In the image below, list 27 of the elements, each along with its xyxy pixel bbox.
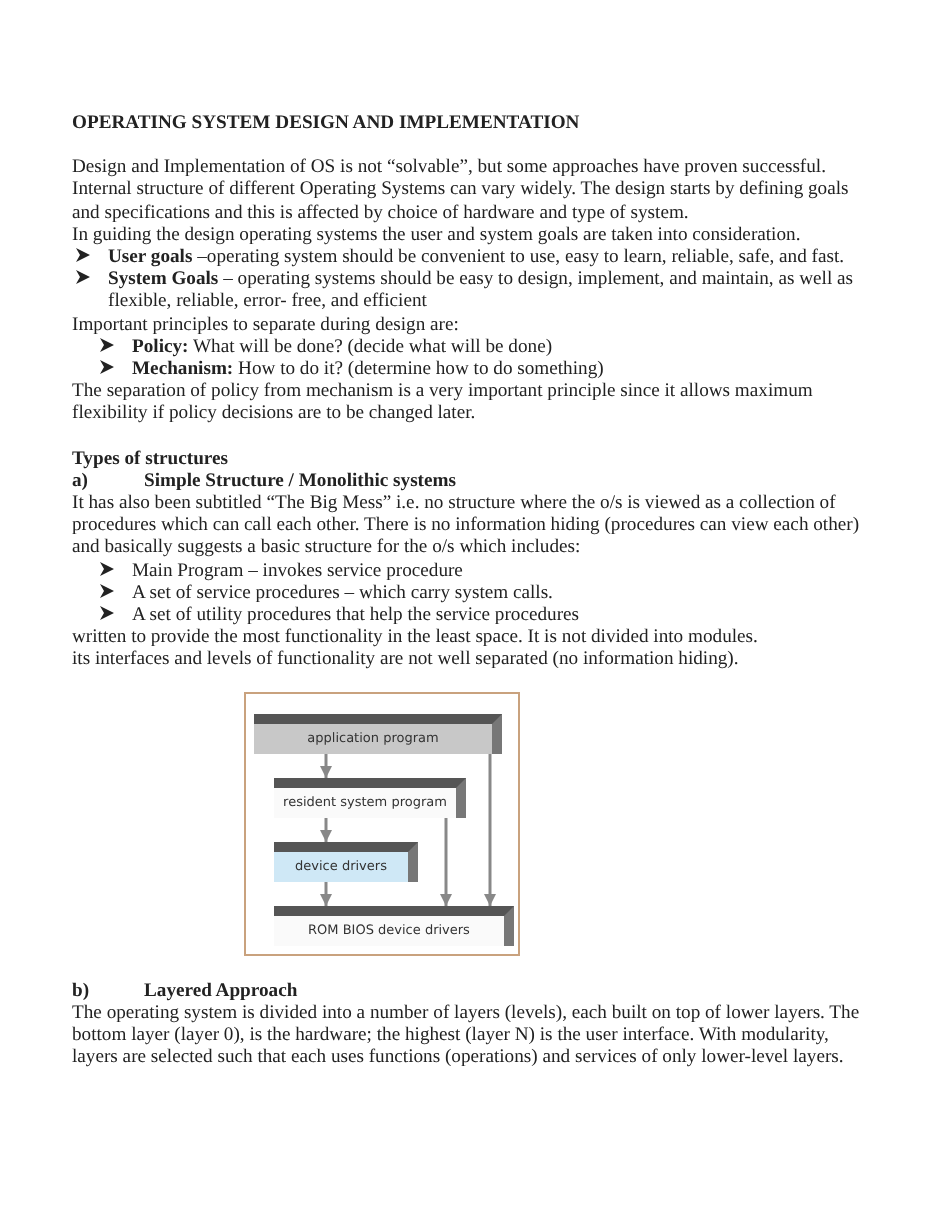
bullet-text: A set of utility procedures that help the service procedures: [132, 604, 580, 627]
heading: OPERATING SYSTEM DESIGN AND IMPLEMENTATION: [72, 112, 582, 135]
bullet-text: A set of service procedures – which carry system calls.: [132, 581, 553, 605]
paragraph: written to provide the most functionality in the least space. It is not divided into modules.: [72, 626, 760, 649]
paragraph: its interfaces and levels of functionality are not well separated (no information hiding).: [72, 648, 741, 672]
arrow: [484, 753, 496, 906]
paragraph: The separation of policy from mechanism is a very important principle since it allows maximum flexibility if policy decisions are to be changed later.: [72, 380, 815, 426]
paragraph: Internal structure of different Operating Systems can vary widely. The design starts by defining goals and specifications and this is affected by choice of hardware and type of system.: [72, 178, 851, 224]
paragraph: It has also been subtitled “The Big Mess” i.e. no structure where the o/s is viewed as a collection of procedures which can call each other. There is no information hiding (procedures can view each other) and basically suggests a basic structure for the o/s which includes:: [72, 492, 862, 560]
paragraph: The operating system is divided into a number of layers (levels), each built on top of lower layers. The bottom layer (layer 0), is the hardware; the highest (layer N) is the user interface. With modularity, layers are selected such that each uses functions (operations) and services of only lower-level layers.: [72, 1001, 862, 1069]
bullet-text: Main Program – invokes service procedure: [132, 559, 463, 582]
paragraph: In guiding the design operating systems the user and system goals are taken into consideration.: [72, 223, 803, 247]
paragraph: Important principles to separate during design are:: [72, 313, 461, 336]
bullet-text: User goals –operating system should be convenient to use, easy to learn, reliable, safe, and fast.: [108, 246, 845, 269]
section-heading: Types of structures: [72, 447, 230, 470]
section-heading: Layered Approach: [144, 979, 298, 1002]
list-marker: b): [72, 979, 92, 1002]
list-marker: a): [72, 469, 89, 493]
paragraph: Design and Implementation of OS is not “solvable”, but some approaches have proven successful.: [72, 156, 828, 179]
arrow: [320, 817, 332, 842]
arrow: [320, 881, 332, 906]
bullet-text: Mechanism: How to do it? (determine how to do something): [132, 358, 604, 381]
section-heading: Simple Structure / Monolithic systems: [144, 469, 456, 493]
bullet-text: System Goals – operating systems should be easy to design, implement, and maintain, as well as flexible, reliable, error- free, and efficient: [108, 268, 856, 314]
arrow: [440, 817, 452, 906]
bullet-text: Policy: What will be done? (decide what will be done): [132, 335, 553, 359]
arrow: [320, 753, 332, 778]
